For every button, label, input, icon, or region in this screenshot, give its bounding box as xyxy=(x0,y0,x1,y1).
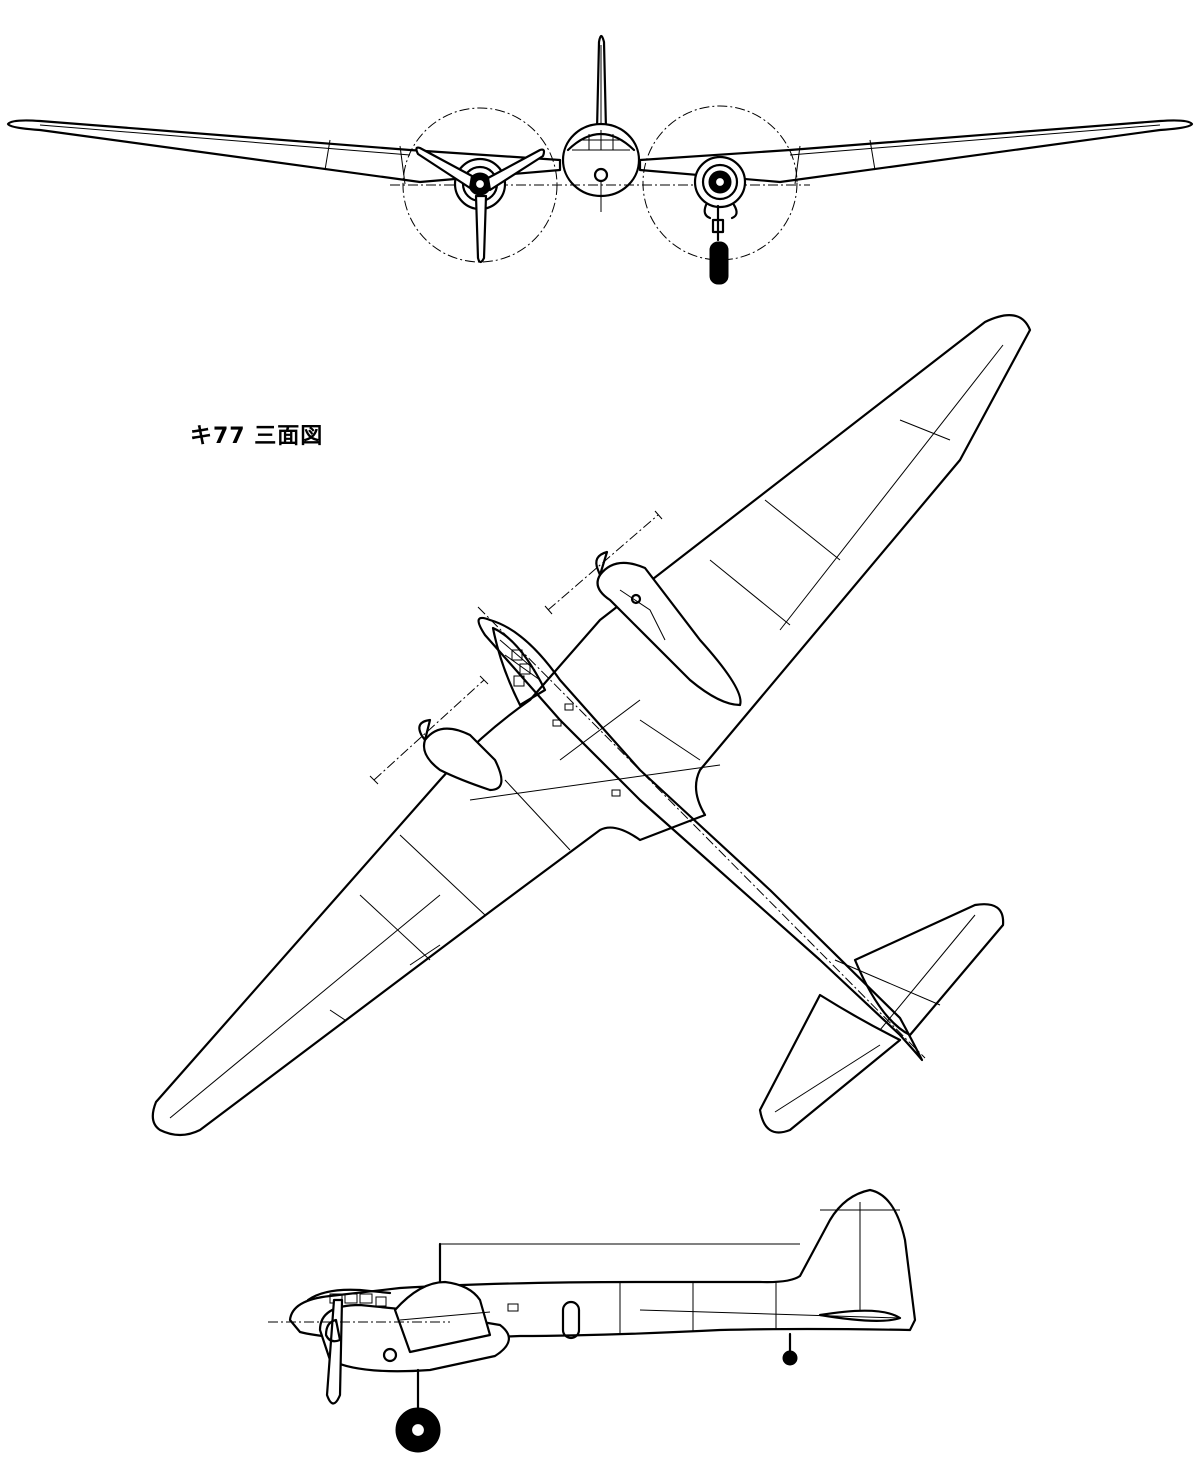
top-left-nacelle xyxy=(422,727,503,792)
top-left-prop-line xyxy=(373,679,485,781)
top-view xyxy=(151,314,1032,1137)
drawing-title: キ77 三面図 xyxy=(190,424,324,449)
front-left-prop-blade xyxy=(415,146,474,190)
side-fuselage xyxy=(288,1188,917,1342)
top-tailplane xyxy=(853,903,1005,1037)
top-right-nacelle xyxy=(596,561,742,707)
front-right-prop-disc xyxy=(642,105,798,261)
top-right-prop-line xyxy=(547,514,659,611)
front-right-wing xyxy=(638,119,1194,184)
top-fuselage xyxy=(477,616,924,1062)
front-left-wing xyxy=(6,119,562,184)
top-wing xyxy=(151,314,1032,1137)
front-tail-fin xyxy=(595,34,608,132)
front-view xyxy=(6,34,1194,285)
side-tail-wheel xyxy=(782,1350,798,1366)
side-view xyxy=(268,1188,917,1453)
side-window xyxy=(561,1300,581,1340)
